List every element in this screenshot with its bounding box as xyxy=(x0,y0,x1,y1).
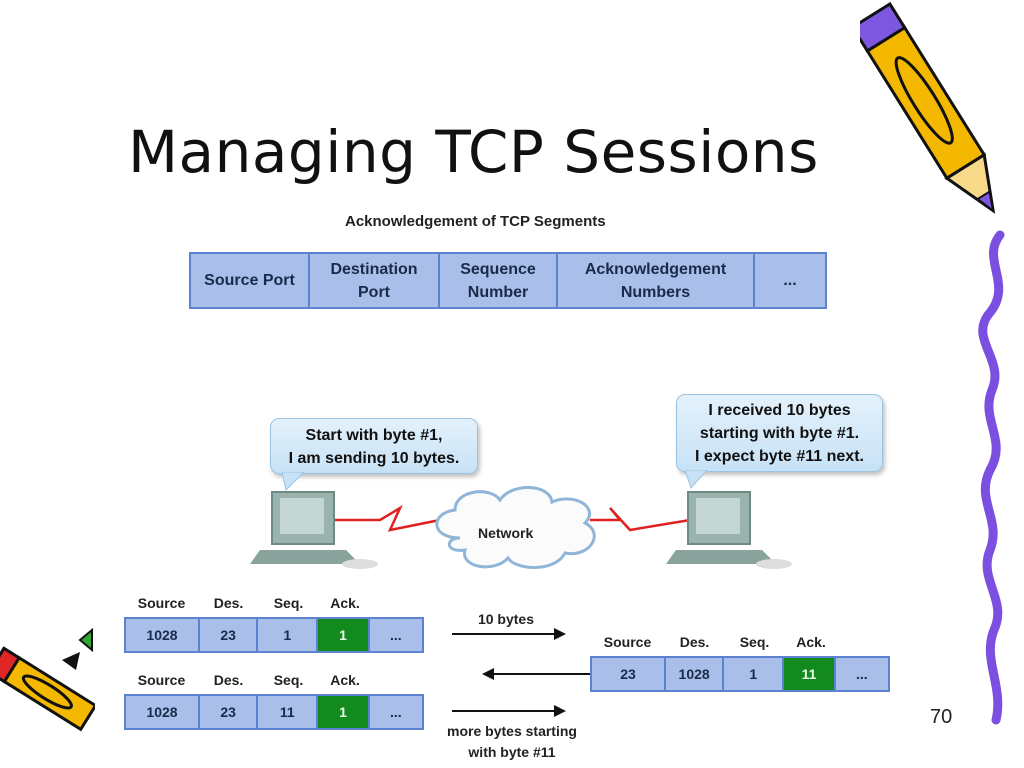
cell-des: 1028 xyxy=(666,658,725,690)
cell-seq: 11 xyxy=(258,696,319,728)
slide-title: Managing TCP Sessions xyxy=(128,118,819,186)
field-more: ... xyxy=(783,272,797,289)
segment-labels-reply: Source Des. Seq. Ack. xyxy=(590,634,890,650)
field-sequence-number: Sequence Number xyxy=(440,254,558,307)
squiggle-decoration-icon xyxy=(978,230,1005,725)
right-arrow-icon xyxy=(452,705,566,717)
label-seq: Seq. xyxy=(739,634,770,650)
label-seq: Seq. xyxy=(273,672,304,688)
label-ack: Ack. xyxy=(330,672,360,688)
left-link xyxy=(335,504,441,532)
cell-seq: 1 xyxy=(258,619,319,651)
arrow-label-first: 10 bytes xyxy=(477,611,535,627)
segment-labels-second: Source Des. Seq. Ack. xyxy=(124,672,424,688)
arrow-label-second: more bytes starting with byte #11 xyxy=(447,723,577,760)
receiver-speech-bubble: I received 10 bytes starting with byte #… xyxy=(676,394,883,472)
pencil-decoration-icon xyxy=(860,1,996,214)
cell-ack: 1 xyxy=(318,696,370,728)
cell-des: 23 xyxy=(200,619,259,651)
network-label: Network xyxy=(478,525,534,541)
receiver-computer-icon xyxy=(666,491,792,569)
label-des: Des. xyxy=(213,595,244,611)
page-number: 70 xyxy=(930,706,953,728)
label-des: Des. xyxy=(679,634,710,650)
sender-bubble-tail xyxy=(282,472,305,491)
tcp-header-fields: Source Port Destination Port Sequence Nu… xyxy=(189,252,827,309)
cell-more: ... xyxy=(856,666,868,682)
cell-source: 23 xyxy=(592,658,666,690)
label-source: Source xyxy=(603,634,652,650)
label-ack: Ack. xyxy=(796,634,826,650)
left-arrow-icon xyxy=(482,668,590,680)
field-source-port: Source Port xyxy=(191,254,310,307)
segment-row-second: 1028 23 11 1 ... xyxy=(124,694,424,730)
segment-labels-first: Source Des. Seq. Ack. xyxy=(124,595,424,611)
network-cloud-icon xyxy=(435,486,596,569)
right-link xyxy=(590,507,691,532)
sender-speech-bubble: Start with byte #1, I am sending 10 byte… xyxy=(270,418,478,474)
cell-ack: 1 xyxy=(318,619,370,651)
label-source: Source xyxy=(137,672,186,688)
label-ack: Ack. xyxy=(330,595,360,611)
diagram-subtitle: Acknowledgement of TCP Segments xyxy=(345,213,606,230)
cell-more: ... xyxy=(390,704,402,720)
label-source: Source xyxy=(137,595,186,611)
segment-row-first: 1028 23 1 1 ... xyxy=(124,617,424,653)
receiver-bubble-tail xyxy=(685,470,708,489)
segment-row-reply: 23 1028 1 11 ... xyxy=(590,656,890,692)
field-destination-port: Destination Port xyxy=(310,254,440,307)
cell-source: 1028 xyxy=(126,696,200,728)
label-seq: Seq. xyxy=(273,595,304,611)
cell-ack: 11 xyxy=(784,658,836,690)
field-acknowledgement-numbers: Acknowledgement Numbers xyxy=(558,254,755,307)
pencil-small-decoration-icon xyxy=(0,627,95,732)
cell-des: 23 xyxy=(200,696,259,728)
cell-more: ... xyxy=(390,627,402,643)
cell-source: 1028 xyxy=(126,619,200,651)
right-arrow-icon xyxy=(452,628,566,640)
sender-computer-icon xyxy=(250,491,378,569)
label-des: Des. xyxy=(213,672,244,688)
cell-seq: 1 xyxy=(724,658,785,690)
network-diagram xyxy=(250,486,792,569)
